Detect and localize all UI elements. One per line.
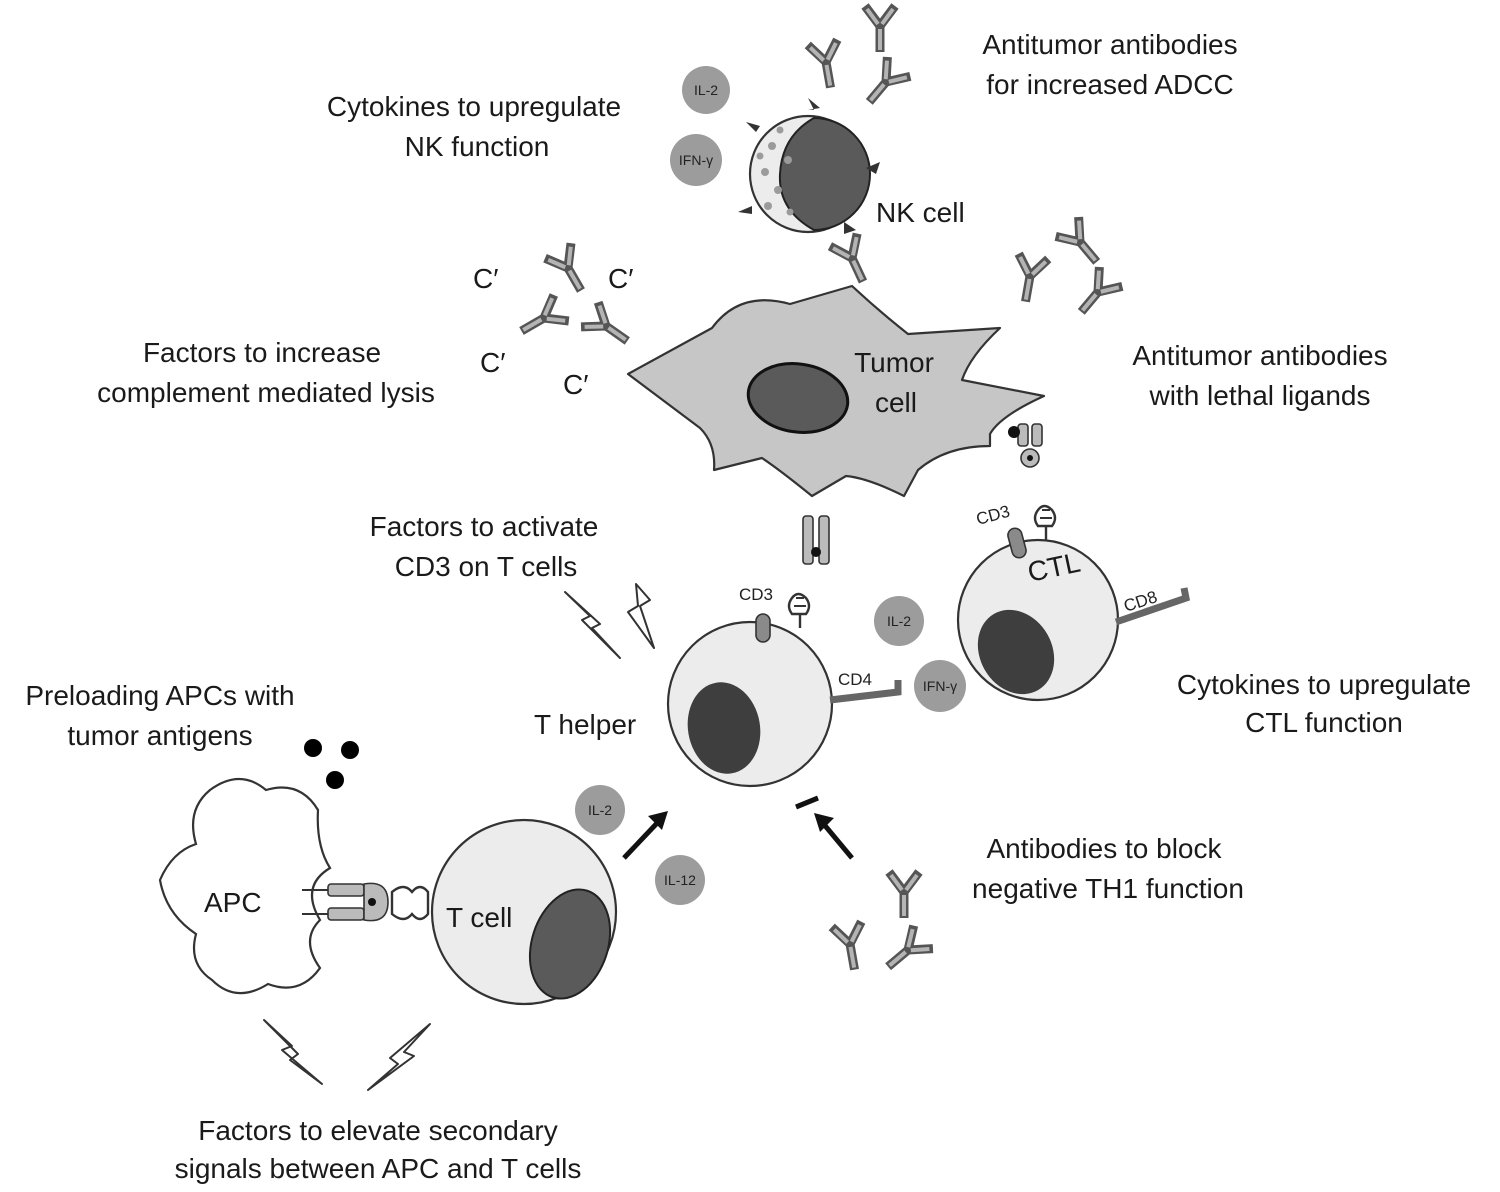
t-helper-cell xyxy=(666,592,902,788)
cd3-bolt-2 xyxy=(627,583,655,649)
secondary-bolt-2 xyxy=(367,1023,431,1091)
il2-ctl-molecule: IL-2 xyxy=(874,596,924,646)
ctl-cell xyxy=(956,504,1191,702)
cd3-ctl-label: CD3 xyxy=(974,502,1012,529)
adcc-label-2: for increased ADCC xyxy=(986,69,1233,100)
nk-cell xyxy=(738,98,880,234)
preloading-label-1: Preloading APCs with xyxy=(25,680,294,711)
cd3-factors-label-1: Factors to activate xyxy=(370,511,599,542)
block-antibodies xyxy=(832,872,933,978)
apc-cell xyxy=(158,778,332,995)
il2-ctl-label: IL-2 xyxy=(887,613,911,629)
cd3-factors-label-2: CD3 on T cells xyxy=(395,551,578,582)
adcc-label-1: Antitumor antibodies xyxy=(982,29,1237,60)
il2-molecule: IL-2 xyxy=(682,66,730,114)
activation-arrow xyxy=(622,811,668,860)
il12-molecule: IL-12 xyxy=(655,855,705,905)
ctl-cytokines-label-1: Cytokines to upregulate xyxy=(1177,669,1471,700)
nk-cytokines-label-1: Cytokines to upregulate xyxy=(327,91,621,122)
secondary-label-2: signals between APC and T cells xyxy=(175,1153,582,1184)
cd4-label: CD4 xyxy=(838,670,872,689)
apc-label: APC xyxy=(204,887,262,918)
t-cell xyxy=(430,818,618,1006)
complement-label-2: complement mediated lysis xyxy=(97,377,435,408)
secondary-bolt-1 xyxy=(263,1019,323,1085)
lethal-antibodies xyxy=(1011,217,1123,322)
inhibition-arrow xyxy=(814,813,854,860)
cd3-bolt-1 xyxy=(564,591,621,659)
il2-tcell-label: IL-2 xyxy=(588,802,612,818)
t-helper-label: T helper xyxy=(534,709,636,740)
secondary-label-1: Factors to elevate secondary xyxy=(198,1115,558,1146)
lethal-label-2: with lethal ligands xyxy=(1148,380,1370,411)
complement-label-1: Factors to increase xyxy=(143,337,381,368)
preloading-label-2: tumor antigens xyxy=(67,720,252,751)
lethal-label-1: Antitumor antibodies xyxy=(1132,340,1387,371)
il2-label: IL-2 xyxy=(694,82,718,98)
tumor-label-2: cell xyxy=(875,387,917,418)
block-label-1: Antibodies to block xyxy=(986,833,1222,864)
il2-tcell-molecule: IL-2 xyxy=(575,785,625,835)
tumor-antigens xyxy=(304,739,359,789)
complement-antibodies xyxy=(514,243,636,353)
ifng-molecule: IFN-γ xyxy=(670,134,722,186)
block-label-2: negative TH1 function xyxy=(972,873,1244,904)
cd3-helper-label: CD3 xyxy=(739,585,773,604)
ctl-cytokines-label-2: CTL function xyxy=(1245,707,1403,738)
nk-cell-label: NK cell xyxy=(876,197,965,228)
tumor-mhc xyxy=(802,515,830,565)
nk-cytokines-label-2: NK function xyxy=(405,131,550,162)
ifng-ctl-molecule: IFN-γ xyxy=(914,660,966,712)
complement-symbol-1: C′ xyxy=(473,263,498,294)
complement-symbol-4: C′ xyxy=(563,369,588,400)
ifng-label: IFN-γ xyxy=(679,152,713,168)
complement-symbol-2: C′ xyxy=(608,263,633,294)
ifng-ctl-label: IFN-γ xyxy=(923,678,957,694)
complement-symbol-3: C′ xyxy=(480,347,505,378)
tumor-cell xyxy=(626,284,1046,498)
lethal-ligand-complex xyxy=(1008,423,1043,468)
tumor-label-1: Tumor xyxy=(854,347,934,378)
t-cell-label: T cell xyxy=(446,902,512,933)
il12-label: IL-12 xyxy=(664,872,696,888)
inhibition-bar xyxy=(795,795,819,810)
apc-tcell-synapse xyxy=(302,882,430,922)
